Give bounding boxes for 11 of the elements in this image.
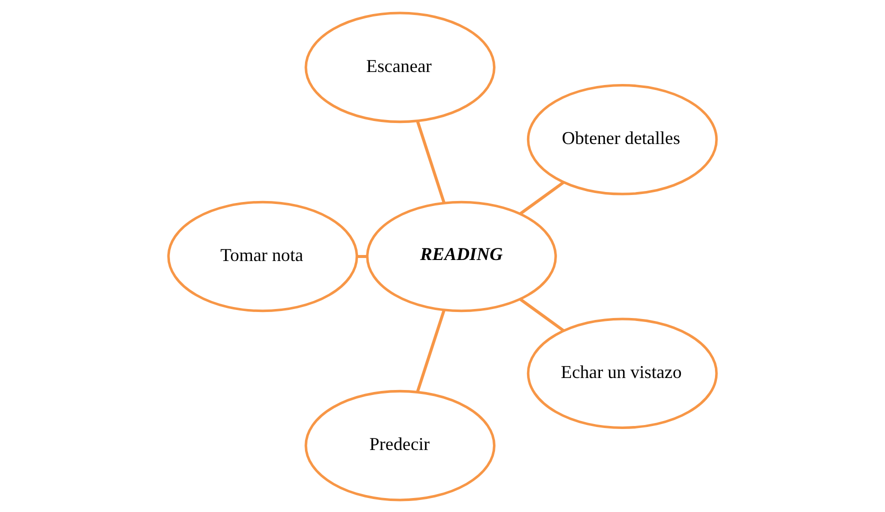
node-ellipse: Predecir [304, 389, 496, 501]
connector [520, 298, 564, 332]
connector [416, 120, 446, 203]
node-ellipse: Escanear [304, 11, 496, 123]
connector [357, 254, 368, 258]
node-ellipse: Obtener detalles [526, 84, 718, 195]
connector [416, 309, 446, 392]
node-ellipse: Echar un vistazo [526, 317, 718, 428]
connector [520, 180, 564, 214]
node-ellipse: READING [366, 200, 557, 312]
node-ellipse: Tomar nota [167, 200, 358, 312]
